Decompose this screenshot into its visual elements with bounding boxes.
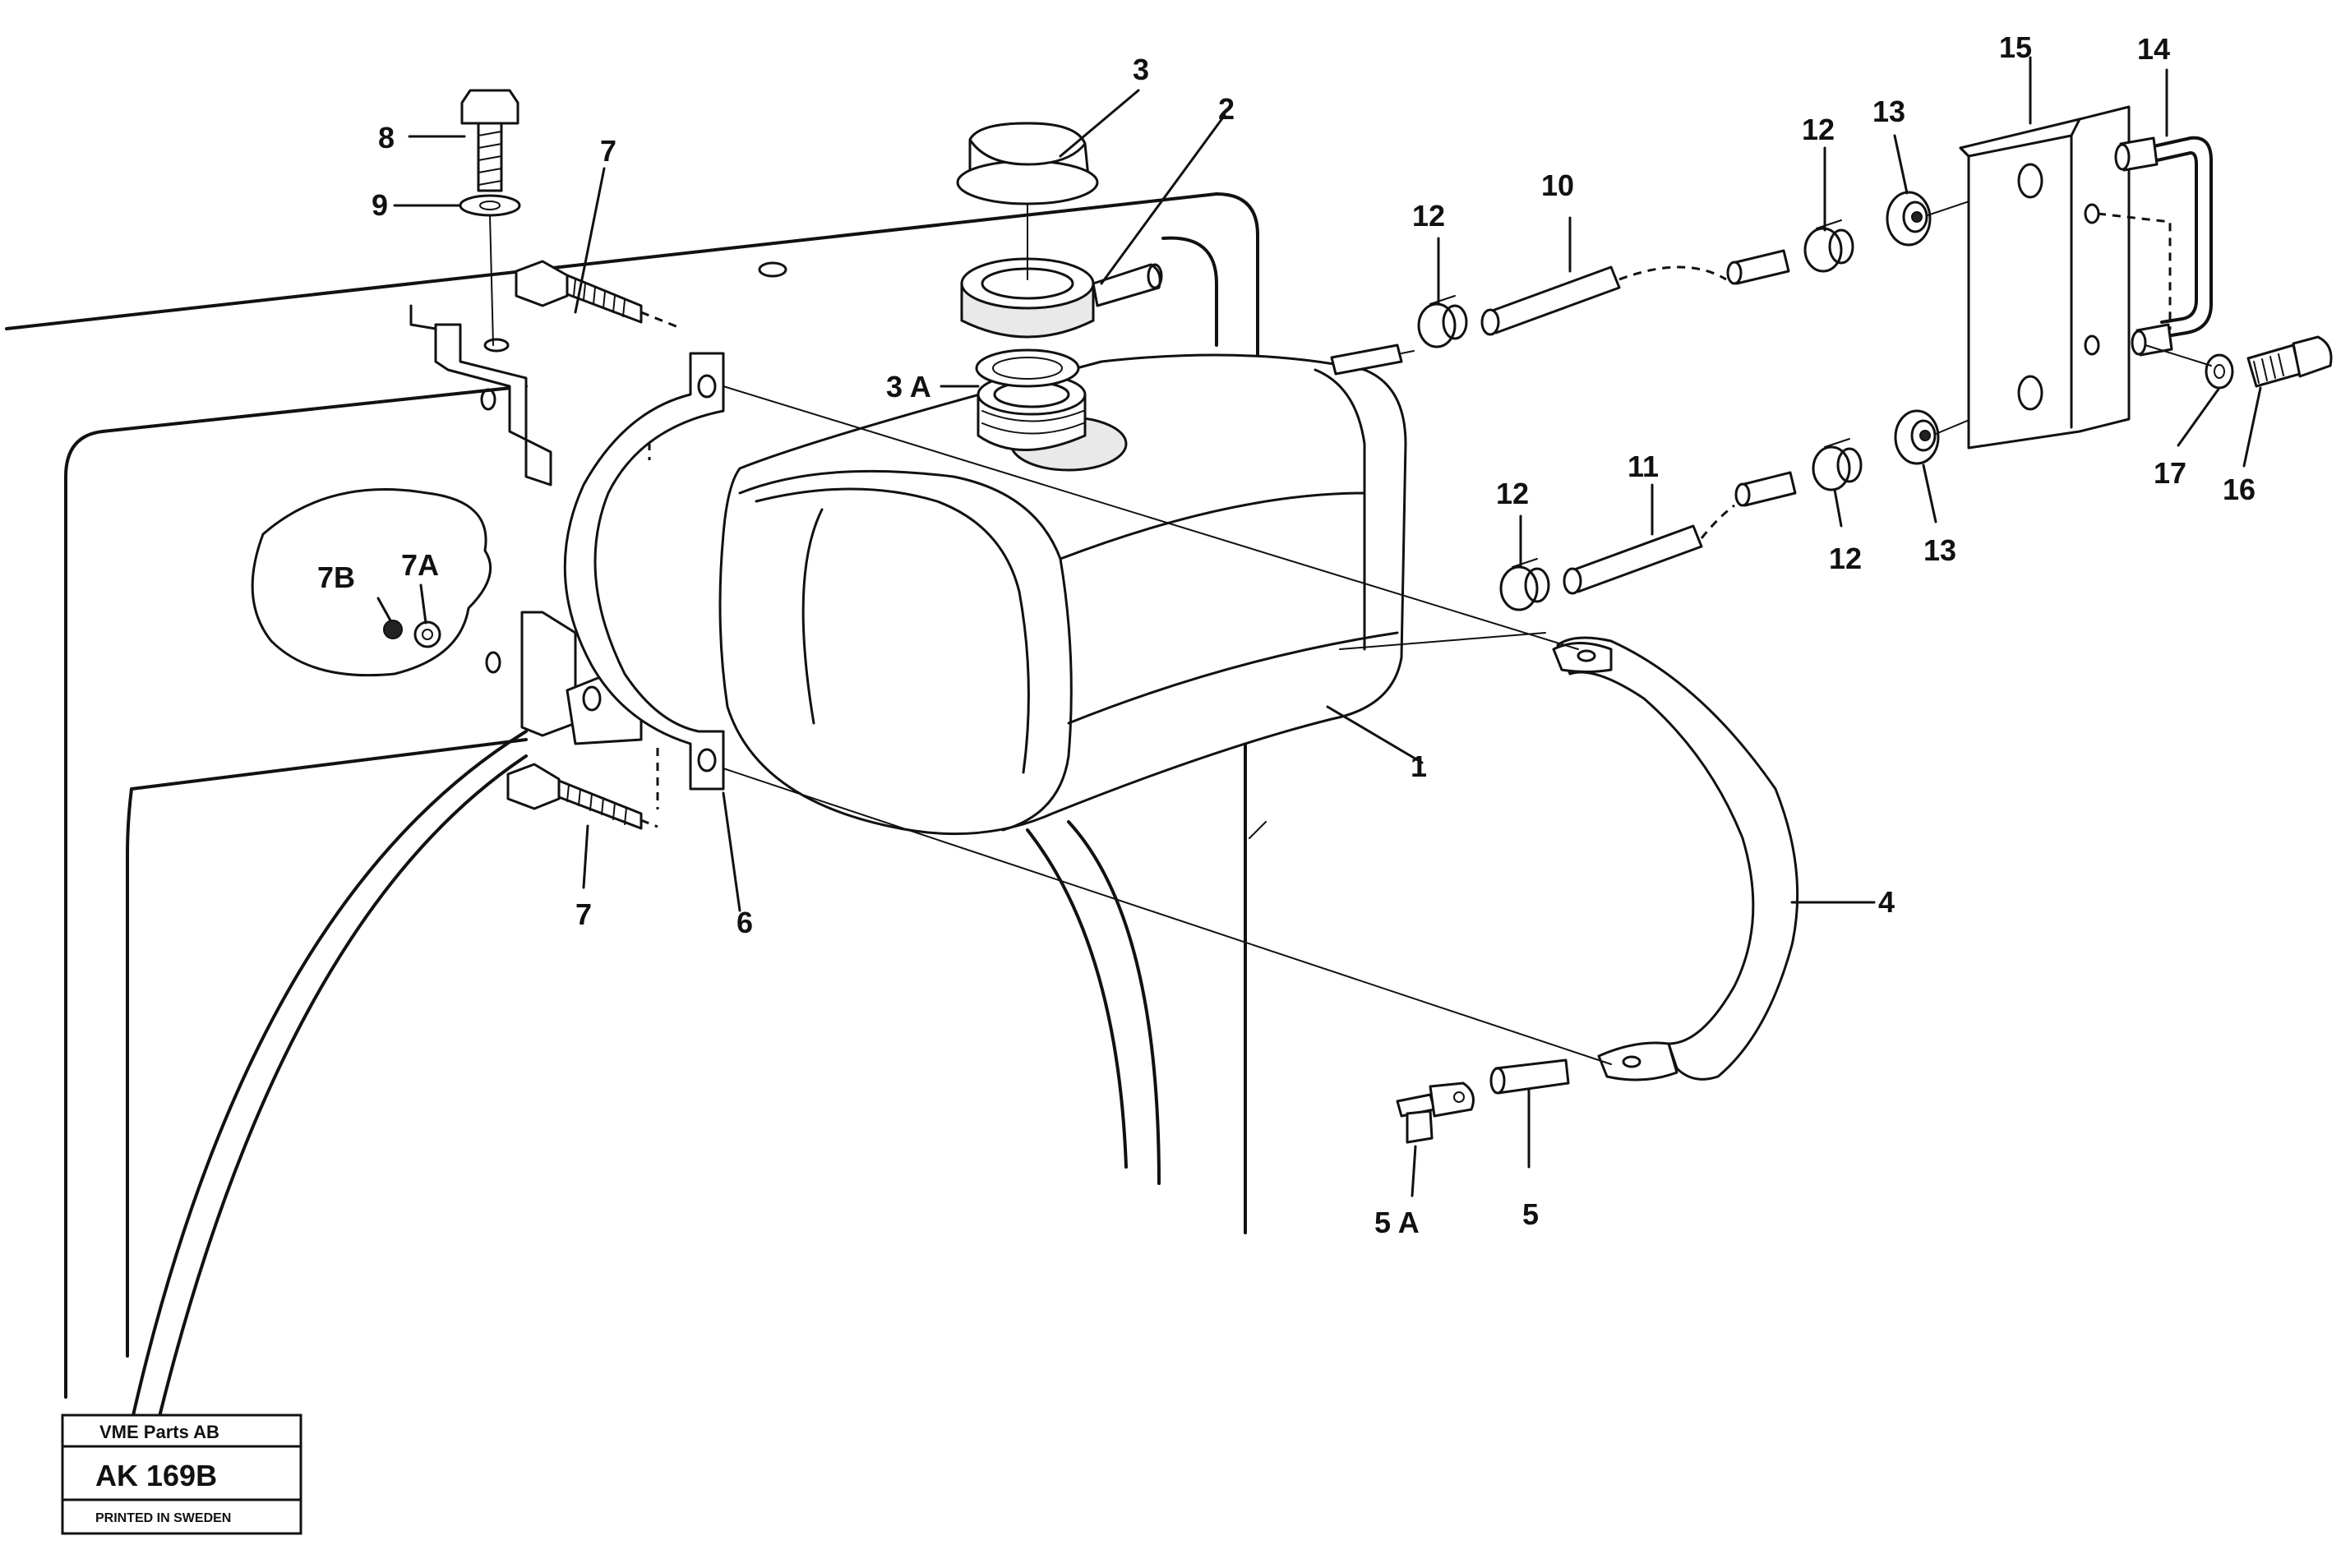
callout-12-a: 12 — [1412, 199, 1445, 233]
callout-10: 10 — [1541, 168, 1574, 202]
pin-5 — [1489, 1058, 1570, 1095]
cap-3 — [956, 122, 1099, 280]
callout-3a: 3 A — [886, 370, 931, 404]
callout-5a: 5 A — [1374, 1206, 1420, 1239]
bolt-7-top — [515, 260, 683, 330]
strap-6 — [563, 352, 725, 791]
callout-5: 5 — [1522, 1197, 1539, 1231]
callout-11: 11 — [1628, 450, 1659, 483]
callout-6: 6 — [736, 906, 753, 939]
callout-2: 2 — [1218, 92, 1235, 126]
callout-1: 1 — [1411, 749, 1427, 783]
strap-4 — [1552, 636, 1799, 1081]
gasket-3a — [975, 348, 1080, 388]
callout-labels: 1 2 3 3 A 4 5 5 A 6 7 7 7A 7B 8 9 10 11 … — [317, 30, 2256, 1239]
callout-7a: 7A — [401, 548, 439, 582]
tank-1 — [718, 353, 1407, 836]
callout-16: 16 — [2223, 473, 2256, 506]
stamp-footer: PRINTED IN SWEDEN — [95, 1511, 231, 1525]
bolt-16 — [2246, 335, 2333, 388]
publisher-stamp: VME Parts AB AK 169B PRINTED IN SWEDEN — [61, 1414, 302, 1535]
callout-7b: 7B — [317, 560, 355, 594]
callout-4: 4 — [1878, 885, 1895, 919]
bracket-15 — [1959, 105, 2172, 450]
callout-14: 14 — [2137, 32, 2170, 66]
stamp-code: AK 169B — [95, 1459, 217, 1492]
callout-7-top: 7 — [600, 134, 616, 168]
clamps-12 — [1417, 219, 1863, 611]
callout-3: 3 — [1133, 53, 1149, 86]
callout-12-d: 12 — [1829, 542, 1862, 575]
callout-17: 17 — [2154, 456, 2186, 490]
callout-12-c: 12 — [1802, 113, 1835, 146]
pipe-14 — [2114, 136, 2213, 357]
cab-panel — [5, 192, 1259, 1432]
hose-10 — [1480, 249, 1790, 336]
bolt-8 — [460, 89, 519, 192]
callout-9: 9 — [372, 188, 388, 222]
leader-lines — [376, 56, 2262, 1197]
filler-ring-2 — [960, 257, 1163, 339]
hose-11 — [1563, 471, 1797, 595]
cutaway-detail — [251, 488, 492, 677]
washer-9 — [459, 194, 521, 346]
stamp-company: VME Parts AB — [99, 1422, 219, 1442]
bolt-7-bottom — [506, 748, 659, 830]
callout-13-b: 13 — [1923, 533, 1956, 567]
callout-15: 15 — [1999, 30, 2032, 64]
callout-13-a: 13 — [1872, 95, 1905, 128]
callout-7-bottom: 7 — [575, 897, 592, 931]
callout-8: 8 — [378, 121, 395, 154]
clip-5a — [1396, 1081, 1475, 1144]
filler-neck — [977, 373, 1128, 472]
callout-12-b: 12 — [1496, 477, 1529, 510]
grommets-13 — [1886, 180, 2031, 465]
